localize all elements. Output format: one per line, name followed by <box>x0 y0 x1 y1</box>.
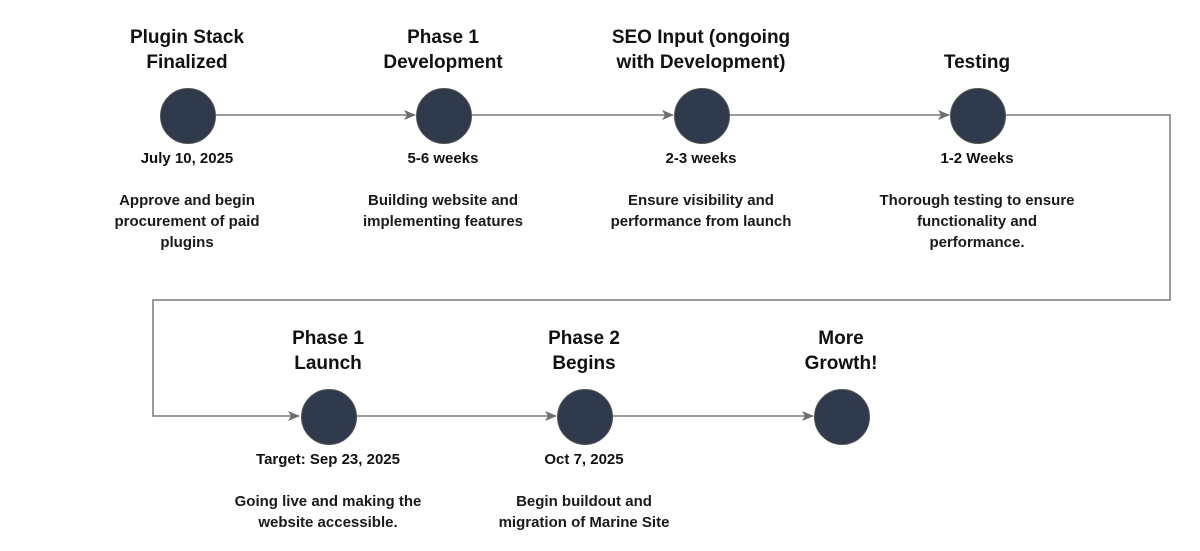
milestone-description: Building website and implementing featur… <box>362 192 524 230</box>
milestone-description: Begin buildout and migration of Marine S… <box>498 493 670 531</box>
milestone-title: SEO Input (ongoing with Development) <box>611 27 791 73</box>
milestone-node <box>950 88 1006 144</box>
milestone-date: 2-3 weeks <box>665 150 737 167</box>
milestone-node <box>160 88 216 144</box>
milestone-node <box>416 88 472 144</box>
milestone-title: Phase 1 Development <box>383 27 503 73</box>
milestone-node <box>557 389 613 445</box>
milestone-date: Target: Sep 23, 2025 <box>256 451 400 468</box>
milestone-title: Phase 1 Launch <box>292 328 364 374</box>
milestone-date: 5-6 weeks <box>407 150 479 167</box>
milestone-node <box>814 389 870 445</box>
milestone-date: 1-2 Weeks <box>940 150 1014 167</box>
milestone-title: More Growth! <box>804 328 878 374</box>
milestone-title: Phase 2 Begins <box>548 328 620 374</box>
milestone-date: July 10, 2025 <box>140 150 234 167</box>
milestone-description: Ensure visibility and performance from l… <box>610 192 792 230</box>
milestone-title: Plugin Stack Finalized <box>129 27 245 73</box>
milestone-description: Thorough testing to ensure functionality… <box>879 192 1075 251</box>
wrap-connector <box>152 114 1171 421</box>
milestone-date: Oct 7, 2025 <box>544 451 624 468</box>
milestone-node <box>301 389 357 445</box>
milestone-title: Testing <box>943 52 1011 73</box>
milestone-node <box>674 88 730 144</box>
milestone-description: Approve and begin procurement of paid pl… <box>114 192 260 251</box>
milestone-description: Going live and making the website access… <box>234 493 422 531</box>
